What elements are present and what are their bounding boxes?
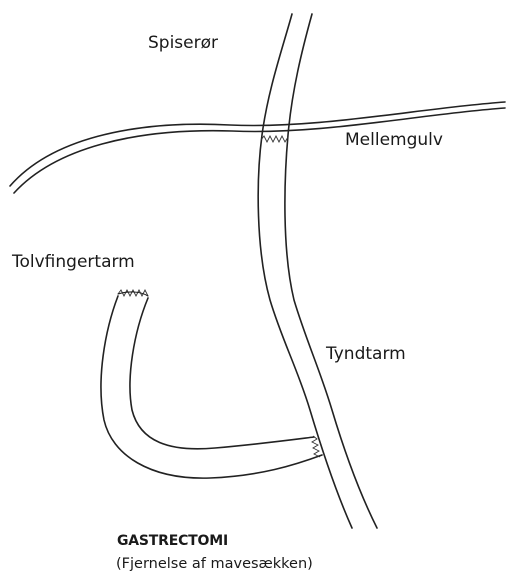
- esophagus-label: Spiserør: [148, 33, 218, 53]
- duodenum-loop: [101, 290, 322, 478]
- esophagus-anastomosis-stitch: [261, 136, 288, 142]
- duodenum-label: Tolvfingertarm: [12, 252, 135, 272]
- caption-subtitle: (Fjernelse af mavesækken): [116, 556, 313, 572]
- caption-title: GASTRECTOMI: [117, 533, 228, 549]
- small-intestine-label: Tyndtarm: [326, 344, 406, 364]
- esophagus-small-intestine-tube: [258, 14, 377, 528]
- diaphragm-label: Mellemgulv: [345, 130, 443, 150]
